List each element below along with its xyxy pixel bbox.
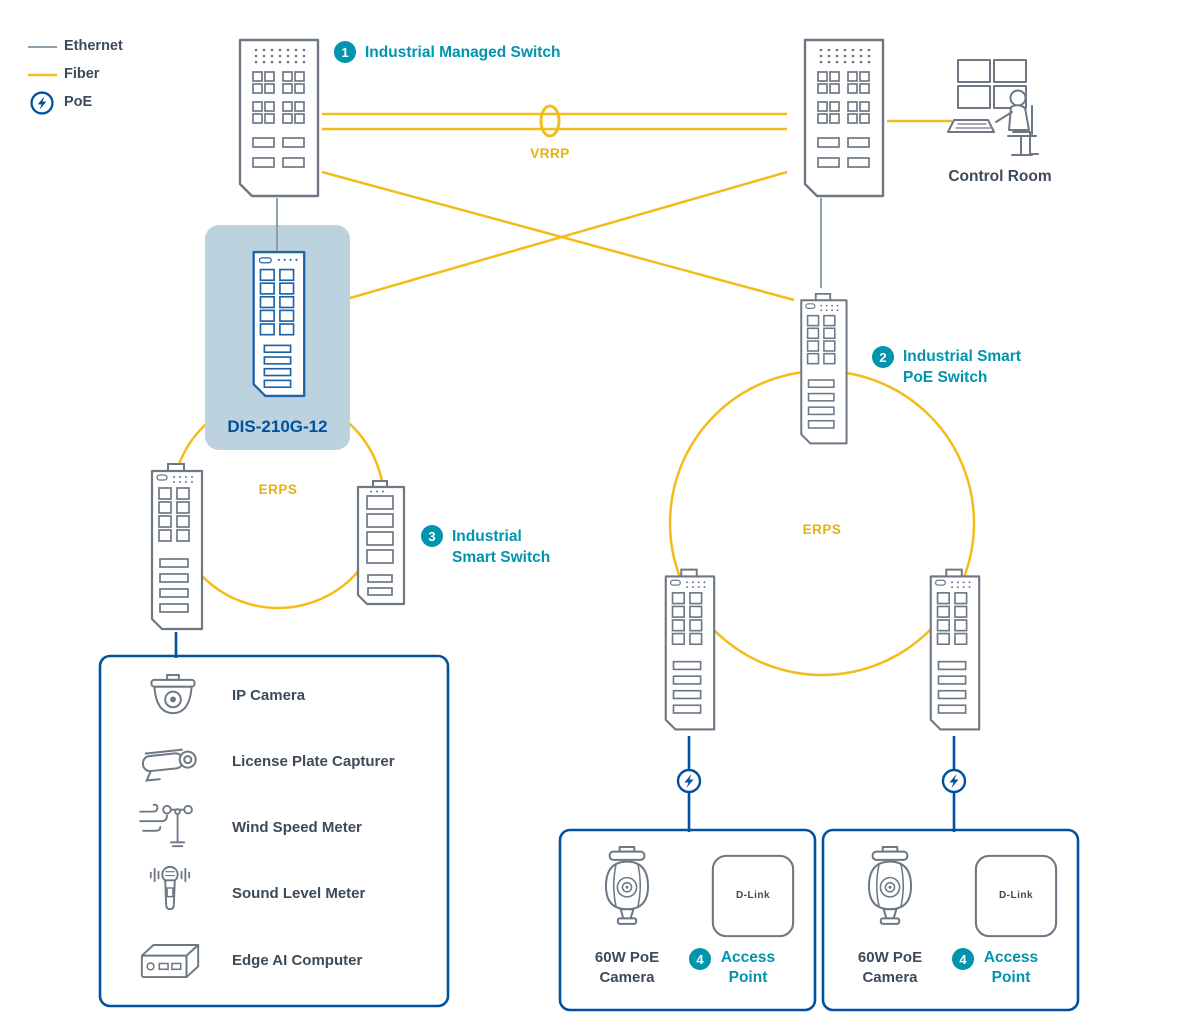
access-point-label-1: Access Point <box>720 949 776 986</box>
poe-camera-label-1: 60W PoE Camera <box>594 949 660 986</box>
device-list-item-wind-speed-meter: Wind Speed Meter <box>232 819 362 836</box>
dis-switch-label: DIS-210G-12 <box>227 417 328 436</box>
badge-smart-switch: 3 <box>421 525 443 547</box>
legend-poe-icon <box>30 91 54 115</box>
device-list-item-edge-ai-computer: Edge AI Computer <box>232 952 363 969</box>
dis-210g-12-illustration <box>252 250 306 398</box>
legend-fiber-label: Fiber <box>64 66 100 82</box>
smart-poe-switch-label: Industrial Smart PoE Switch <box>903 348 1021 386</box>
legend-ethernet-label: Ethernet <box>64 38 123 54</box>
ring-bottom-right-switch-illustration <box>929 568 981 731</box>
badge-access-point-1: 4 <box>689 948 711 970</box>
device-list-item-license-plate-capturer: License Plate Capturer <box>232 753 395 770</box>
access-point-label-2: Access Point <box>983 949 1039 986</box>
smart-poe-switch-illustration <box>800 292 848 445</box>
managed-switch-right-illustration <box>803 38 885 198</box>
control-room-label: Control Room <box>948 168 1052 185</box>
erps-left-label: ERPS <box>258 482 298 497</box>
edge-devices-box <box>98 654 450 1008</box>
poe-icon-link-2 <box>941 768 967 794</box>
edge-ai-computer-icon <box>140 944 200 979</box>
smart-switch-label: Industrial Smart Switch <box>452 528 551 566</box>
fiber-links <box>321 112 952 302</box>
ap-brand-label-1: D-Link <box>735 890 771 901</box>
legend-poe-label: PoE <box>64 94 93 110</box>
badge-access-point-2: 4 <box>952 948 974 970</box>
badge-managed-switch: 1 <box>334 41 356 63</box>
vrrp-aggregation-icon <box>539 104 561 138</box>
ethernet-links <box>276 198 822 288</box>
vrrp-label: VRRP <box>530 146 570 161</box>
device-list-item-sound-level-meter: Sound Level Meter <box>232 885 366 902</box>
device-list-item-ip-camera: IP Camera <box>232 687 306 704</box>
ap-brand-label-2: D-Link <box>998 890 1034 901</box>
badge-smart-poe-switch: 2 <box>872 346 894 368</box>
managed-switch-label: Industrial Managed Switch <box>365 44 561 61</box>
managed-switch-left-illustration <box>238 38 320 198</box>
poe-camera-label-2: 60W PoE Camera <box>857 949 923 986</box>
legend-swatches <box>28 46 57 115</box>
ring-left-switch-illustration <box>150 463 204 631</box>
smart-switch-illustration <box>356 480 406 606</box>
ring-bottom-left-switch-illustration <box>664 568 716 731</box>
poe-icon-link-1 <box>676 768 702 794</box>
erps-right-label: ERPS <box>802 522 842 537</box>
control-room-illustration <box>947 59 1039 156</box>
